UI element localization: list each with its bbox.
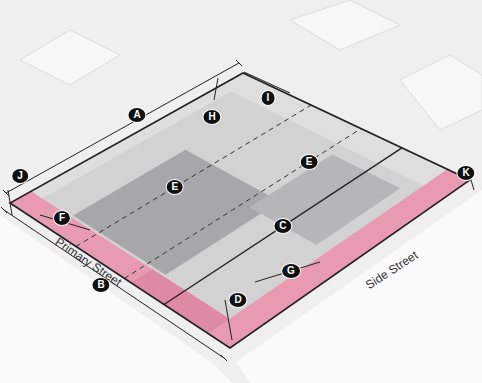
dimension-tick [236, 60, 242, 66]
neighbor-house [20, 30, 120, 85]
neighbor-house [290, 0, 400, 50]
dimension-line [214, 78, 218, 100]
callout-letter: J [11, 168, 29, 184]
building [249, 155, 400, 246]
dimension-line [255, 262, 320, 282]
dimension-line [4, 210, 224, 358]
callout-letter: K [456, 165, 475, 181]
callout-letter: A [127, 107, 146, 123]
dashed-line [124, 129, 361, 279]
lot [10, 73, 470, 348]
dimension-tick [3, 190, 9, 196]
callout-letter: F [53, 210, 71, 226]
callout-letter: E [300, 154, 319, 170]
dimension-tick [1, 207, 7, 213]
dashed-line [76, 105, 311, 246]
dimension-line [8, 190, 12, 215]
callout-letter: E [165, 179, 184, 195]
buildable-area [42, 92, 423, 319]
setback-corner [131, 269, 230, 333]
dimension-tick [221, 355, 227, 361]
callout-letter: G [281, 263, 301, 279]
callout-letter: I [261, 90, 276, 106]
lot-outline [10, 73, 470, 348]
dimension-line [6, 63, 239, 193]
building [73, 150, 280, 275]
neighbor-house [400, 55, 482, 130]
